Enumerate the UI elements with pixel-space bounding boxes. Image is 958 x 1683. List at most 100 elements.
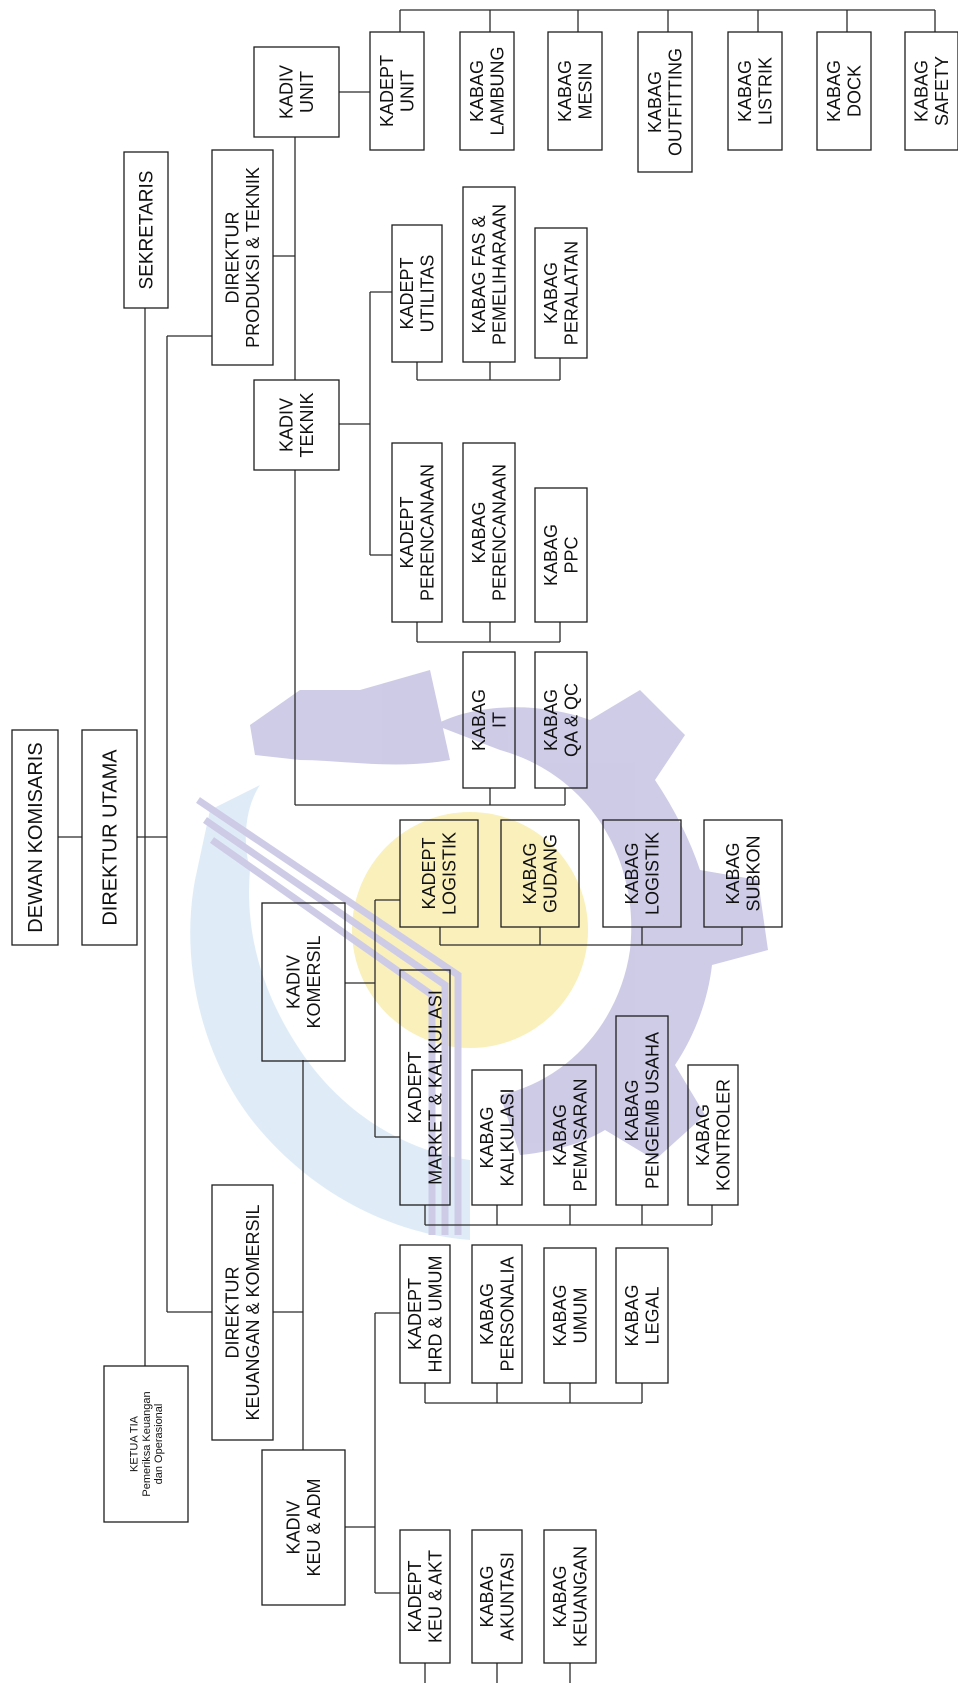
logo-gear-top [250, 670, 450, 765]
direktur-keuangan-box: DIREKTURKEUANGAN & KOMERSIL [211, 1184, 274, 1441]
kabag-gudang-label-line-2: GUDANG [540, 834, 560, 913]
kabag-perencanaan-label-line-2: PERENCANAAN [489, 464, 509, 601]
direktur-produksi-box: DIREKTURPRODUKSI & TEKNIK [211, 149, 274, 366]
kadept-keu-akt-label-line-2: KEU & AKT [425, 1550, 445, 1643]
kadiv-komersil-frame [261, 902, 346, 1062]
kabag-kontroler-label: KABAGKONTROLER [693, 1079, 733, 1191]
kadept-keu-akt-box: KADEPTKEU & AKT [399, 1529, 451, 1664]
logo-sun [352, 812, 588, 1048]
kabag-personalia-box: KABAGPERSONALIA [471, 1244, 523, 1384]
kadept-utilitas-label-line-2: UTILITAS [417, 255, 437, 333]
kabag-logistik-box: KABAGLOGISTIK [602, 819, 682, 928]
kabag-subkon-label-line-2: SUBKON [743, 835, 763, 911]
kadept-unit-box: KADEPTUNIT [369, 31, 425, 151]
kadiv-unit-label: KADIVUNIT [277, 65, 317, 119]
kabag-dock-frame [816, 31, 872, 151]
kabag-lambung-box: KABAGLAMBUNG [459, 31, 515, 151]
kabag-kontroler-frame [687, 1064, 739, 1206]
dewan-komisaris-box: DEWAN KOMISARIS [11, 729, 59, 946]
kabag-outfitting-label: KABAGOUTFITTING [645, 48, 685, 156]
kabag-akuntasi-frame [471, 1529, 523, 1664]
kabag-personalia-label: KABAGPERSONALIA [477, 1256, 517, 1371]
kabag-pengemb-usaha-frame [615, 1015, 669, 1206]
kabag-legal-box: KABAGLEGAL [615, 1247, 669, 1384]
kabag-listrik-label-line-2: LISTRIK [755, 57, 775, 125]
direktur-utama-label-line-1: DIREKTUR UTAMA [100, 749, 122, 926]
kabag-mesin-frame [547, 31, 603, 151]
kabag-dock-label-line-1: KABAG [824, 60, 844, 122]
direktur-produksi-label-line-2: PRODUKSI & TEKNIK [243, 167, 263, 348]
direktur-utama-frame [81, 729, 138, 946]
kabag-fas-pemeliharaan-label: KABAG FAS &PEMELIHARAAN [469, 204, 509, 345]
logo-stripe-1 [196, 797, 462, 1235]
kabag-gudang-label-line-1: KABAG [520, 842, 540, 904]
direktur-keuangan-label-line-2: KEUANGAN & KOMERSIL [243, 1204, 263, 1420]
kabag-umum-label-line-2: UMUM [570, 1288, 590, 1344]
kabag-kalkulasi-label-line-1: KABAG [477, 1106, 497, 1168]
kabag-mesin-box: KABAGMESIN [547, 31, 603, 151]
kabag-listrik-box: KABAGLISTRIK [727, 31, 783, 151]
kabag-lambung-label-line-1: KABAG [467, 60, 487, 122]
kadiv-teknik-frame [253, 379, 340, 471]
kabag-safety-label-line-1: KABAG [912, 60, 932, 122]
kabag-pengemb-usaha-label-line-2: PENGEMB USAHA [642, 1032, 662, 1189]
kadiv-keu-adm-label-line-2: KEU & ADM [304, 1478, 324, 1576]
kabag-akuntasi-label-line-1: KABAG [477, 1565, 497, 1627]
kadept-logistik-label-line-2: LOGISTIK [439, 832, 459, 915]
kadiv-komersil-label: KADIVKOMERSIL [284, 935, 324, 1028]
kabag-pemasaran-label-line-1: KABAG [550, 1104, 570, 1166]
logo-blue-arc [190, 785, 470, 1240]
kabag-it-label-line-1: KABAG [469, 689, 489, 751]
kabag-pengemb-usaha-label-line-1: KABAG [622, 1079, 642, 1141]
direktur-produksi-label-line-1: DIREKTUR [223, 211, 243, 303]
kabag-peralatan-label-line-1: KABAG [541, 262, 561, 324]
kabag-keuangan-label-line-1: KABAG [550, 1565, 570, 1627]
kadiv-keu-adm-frame [261, 1449, 346, 1606]
kabag-subkon-frame [703, 819, 783, 928]
kadept-hrd-umum-box: KADEPTHRD & UMUM [399, 1244, 451, 1384]
kabag-it-label-line-2: IT [489, 712, 509, 728]
kabag-safety-frame [904, 31, 958, 151]
kadiv-keu-adm-label: KADIVKEU & ADM [284, 1478, 324, 1576]
kadept-hrd-umum-frame [399, 1244, 451, 1384]
kabag-qa-qc-label-line-2: QA & QC [561, 683, 581, 757]
kadept-market-kalkulasi-label: KADEPTMARKET & KALKULASI [405, 990, 445, 1185]
kabag-qa-qc-frame [534, 651, 588, 789]
kabag-keuangan-frame [543, 1529, 597, 1664]
sekretaris-box: SEKRETARIS [123, 151, 169, 309]
kabag-umum-label-line-1: KABAG [550, 1284, 570, 1346]
kadept-market-kalkulasi-box: KADEPTMARKET & KALKULASI [399, 969, 451, 1206]
kabag-personalia-label-line-2: PERSONALIA [497, 1256, 517, 1371]
kabag-pemasaran-frame [543, 1064, 597, 1206]
kadiv-teknik-label-line-1: KADIV [277, 398, 297, 452]
kadiv-keu-adm-box: KADIVKEU & ADM [261, 1449, 346, 1606]
kabag-pemasaran-box: KABAGPEMASARAN [543, 1064, 597, 1206]
kadept-utilitas-box: KADEPTUTILITAS [391, 224, 443, 363]
kabag-fas-pemeliharaan-label-line-1: KABAG FAS & [469, 215, 489, 333]
kadept-perencanaan-frame [391, 442, 443, 623]
kadept-logistik-label-line-1: KADEPT [419, 837, 439, 909]
sekretaris-frame [123, 151, 169, 309]
kabag-safety-label: KABAGSAFETY [912, 56, 952, 126]
kabag-it-label: KABAGIT [469, 689, 509, 751]
kabag-mesin-label-line-2: MESIN [575, 62, 595, 119]
kabag-dock-box: KABAGDOCK [816, 31, 872, 151]
kabag-ppc-label-line-2: PPC [561, 536, 581, 573]
kadept-hrd-umum-label-line-1: KADEPT [405, 1278, 425, 1350]
kabag-ppc-box: KABAGPPC [534, 487, 588, 623]
kadept-utilitas-frame [391, 224, 443, 363]
dewan-komisaris-label-line-1: DEWAN KOMISARIS [25, 742, 47, 932]
kabag-akuntasi-label: KABAGAKUNTASI [477, 1552, 517, 1641]
kadept-market-kalkulasi-label-line-1: KADEPT [405, 1051, 425, 1123]
kadept-market-kalkulasi-label-line-2: MARKET & KALKULASI [425, 990, 445, 1185]
kabag-peralatan-label-line-2: PERALATAN [561, 241, 581, 345]
kabag-outfitting-label-line-1: KABAG [645, 71, 665, 133]
ketua-tia-box: KETUA TIAPemeriksa Keuangandan Operasion… [103, 1365, 189, 1523]
kadept-unit-label: KADEPTUNIT [377, 55, 417, 127]
dewan-komisaris-frame [11, 729, 59, 946]
kadiv-unit-label-line-1: KADIV [277, 65, 297, 119]
kabag-safety-box: KABAGSAFETY [904, 31, 958, 151]
logo-stripe-3 [209, 837, 436, 1235]
kabag-logistik-label-line-2: LOGISTIK [642, 832, 662, 915]
